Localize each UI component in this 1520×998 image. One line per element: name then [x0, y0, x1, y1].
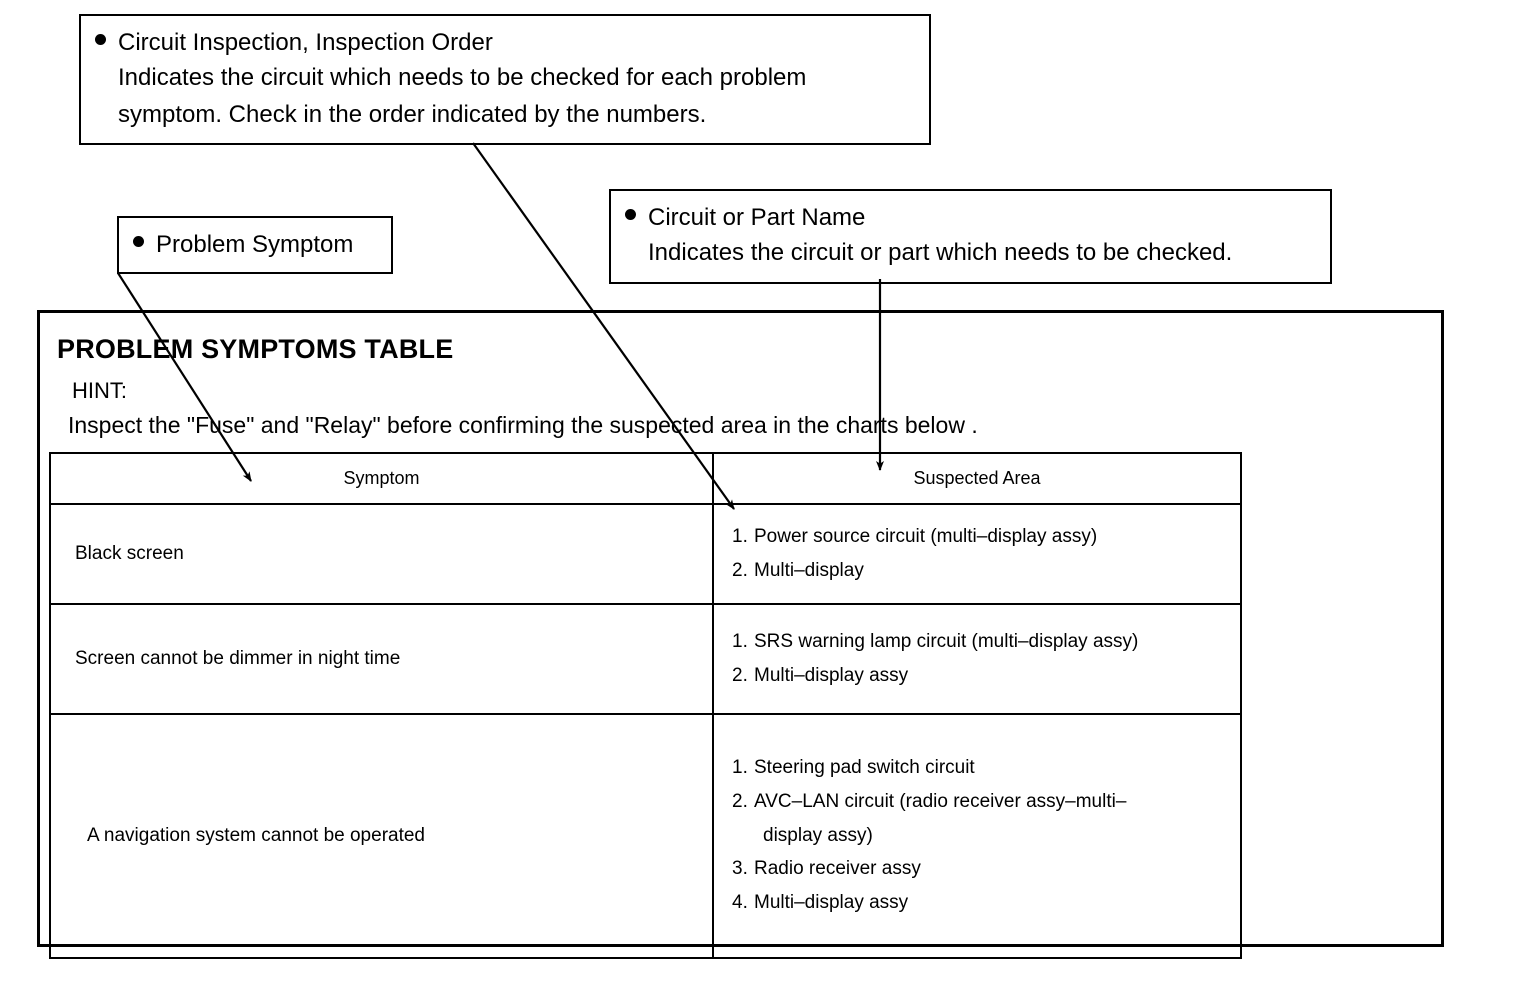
- symptom-cell: A navigation system cannot be operated: [49, 713, 714, 959]
- suspected-item-number: 1.: [732, 525, 748, 547]
- hint-label: HINT:: [72, 378, 127, 403]
- table-row: Black screen 1. Power source circuit (mu…: [49, 503, 1242, 605]
- table-header-row: Symptom Suspected Area: [49, 452, 1242, 505]
- suspected-item-number: 1.: [732, 630, 748, 652]
- page-title: PROBLEM SYMPTOMS TABLE: [57, 334, 454, 364]
- suspected-area-cell: 1. Steering pad switch circuit 2. AVC–LA…: [712, 713, 1242, 959]
- bullet-dot-icon: [95, 34, 106, 46]
- suspected-item-number: 3.: [732, 858, 748, 880]
- column-header-suspected-area: Suspected Area: [712, 452, 1242, 505]
- hint-text: Inspect the "Fuse" and "Relay" before co…: [68, 412, 978, 438]
- callout-circuit-part-name-line1: Indicates the circuit or part which need…: [648, 239, 1233, 267]
- problem-symptoms-table: Symptom Suspected Area Black screen 1. P…: [49, 452, 1242, 959]
- suspected-item: 1. SRS warning lamp circuit (multi–displ…: [732, 630, 1230, 655]
- suspected-item-number: 1.: [732, 757, 748, 779]
- callout-circuit-inspection-line1: Indicates the circuit which needs to be …: [118, 64, 807, 92]
- suspected-item: 2. AVC–LAN circuit (radio receiver assy–…: [732, 790, 1230, 815]
- callout-problem-symptom: Problem Symptom: [117, 216, 393, 275]
- suspected-item-text: SRS warning lamp circuit (multi–display …: [754, 630, 1139, 652]
- suspected-item-number: 2.: [732, 790, 748, 812]
- callout-circuit-part-name-title: Circuit or Part Name: [648, 204, 866, 231]
- suspected-item: 2. Multi–display assy: [732, 664, 1230, 689]
- table-row: Screen cannot be dimmer in night time 1.…: [49, 603, 1242, 715]
- symptom-cell: Black screen: [49, 503, 714, 605]
- suspected-item-text: Power source circuit (multi–display assy…: [754, 525, 1098, 547]
- column-header-symptom: Symptom: [49, 452, 714, 505]
- symptom-cell: Screen cannot be dimmer in night time: [49, 603, 714, 715]
- suspected-area-cell: 1. Power source circuit (multi–display a…: [712, 503, 1242, 605]
- suspected-item-text: AVC–LAN circuit (radio receiver assy–mul…: [754, 790, 1127, 812]
- callout-circuit-part-name: Circuit or Part Name Indicates the circu…: [609, 189, 1332, 284]
- suspected-item-continuation: display assy): [763, 824, 873, 846]
- bullet-dot-icon: [625, 209, 636, 221]
- suspected-item: 2. Multi–display: [732, 559, 1230, 584]
- suspected-item-text: Multi–display: [754, 559, 864, 581]
- suspected-item-number: 2.: [732, 559, 748, 581]
- bullet-dot-icon: [133, 236, 144, 248]
- callout-circuit-inspection-line2: symptom. Check in the order indicated by…: [118, 100, 707, 128]
- suspected-item-text: Steering pad switch circuit: [754, 757, 975, 779]
- suspected-item-number: 2.: [732, 664, 748, 686]
- suspected-item: 1. Power source circuit (multi–display a…: [732, 525, 1230, 550]
- suspected-item-text: Radio receiver assy: [754, 858, 921, 880]
- suspected-item-text: Multi–display assy: [754, 664, 909, 686]
- callout-circuit-inspection-title: Circuit Inspection, Inspection Order: [118, 29, 493, 56]
- callout-circuit-inspection: Circuit Inspection, Inspection Order Ind…: [79, 14, 931, 146]
- suspected-item-number: 4.: [732, 892, 748, 914]
- suspected-item: 4. Multi–display assy: [732, 891, 1230, 916]
- suspected-item-text: Multi–display assy: [754, 892, 909, 914]
- suspected-item: 3. Radio receiver assy: [732, 857, 1230, 882]
- table-row: A navigation system cannot be operated 1…: [49, 713, 1242, 959]
- suspected-item: 1. Steering pad switch circuit: [732, 756, 1230, 781]
- suspected-area-cell: 1. SRS warning lamp circuit (multi–displ…: [712, 603, 1242, 715]
- callout-problem-symptom-title: Problem Symptom: [156, 231, 354, 258]
